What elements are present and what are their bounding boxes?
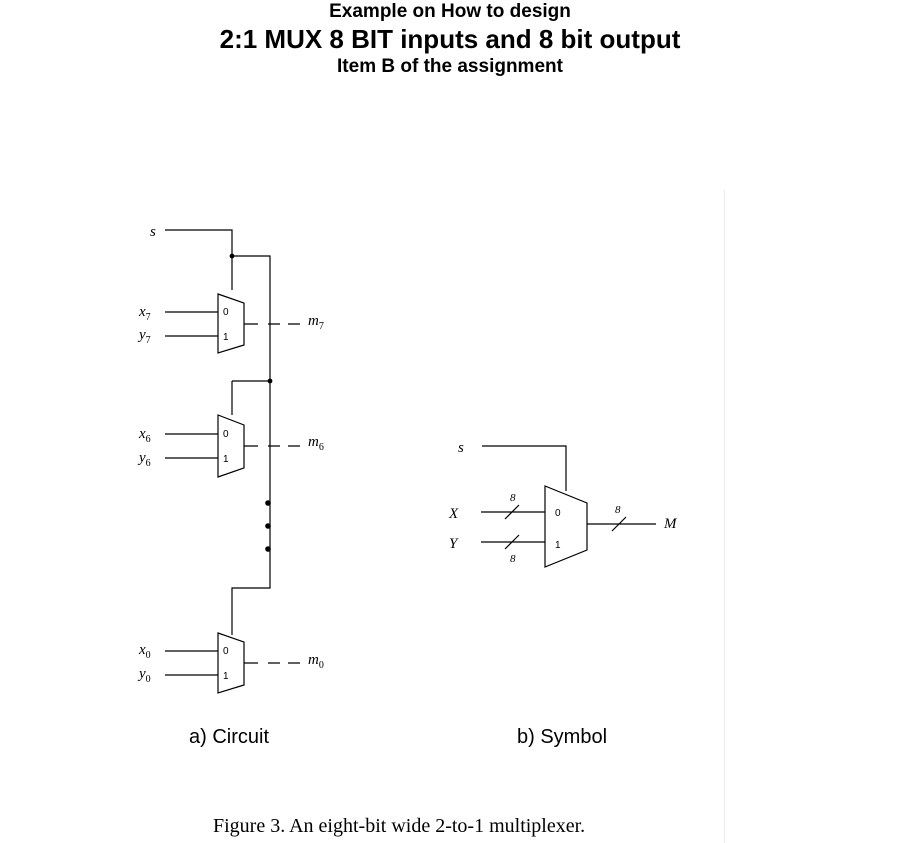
- page-edge-rule: [724, 190, 725, 843]
- ellipsis-dot: [265, 500, 271, 506]
- figure-caption: Figure 3. An eight-bit wide 2-to-1 multi…: [213, 815, 585, 837]
- pin-1-label: 1: [223, 671, 229, 682]
- symbol-x-width: 8: [510, 492, 516, 504]
- pin-1-label: 1: [223, 454, 229, 465]
- ellipsis-dot: [265, 523, 271, 529]
- ellipsis-dot: [265, 546, 271, 552]
- pin-0-label: 0: [223, 429, 229, 440]
- symbol-output-label: M: [663, 516, 678, 532]
- m7-label: m7: [308, 313, 324, 332]
- title-line-1: Example on How to design: [329, 1, 571, 22]
- title-line-2: 2:1 MUX 8 BIT inputs and 8 bit output: [219, 24, 681, 54]
- symbol-y-width: 8: [510, 553, 516, 565]
- symbol-out-width: 8: [615, 504, 621, 516]
- circuit-diagram: s 0 1 x7 y7 m7 0 1 x6 y6 m6: [137, 224, 324, 748]
- symbol-mux: [544, 485, 588, 568]
- title-line-3: Item B of the assignment: [337, 56, 563, 77]
- symbol-caption: b) Symbol: [517, 726, 607, 748]
- m6-label: m6: [308, 434, 324, 453]
- symbol-pin-0: 0: [555, 508, 561, 519]
- pin-0-label: 0: [223, 307, 229, 318]
- junction-dot: [229, 253, 235, 259]
- mux-stage-6: 0 1 x6 y6 m6: [137, 414, 324, 478]
- x6-label: x6: [138, 426, 151, 445]
- select-label: s: [150, 224, 156, 240]
- pin-0-label: 0: [223, 646, 229, 657]
- mux-stage-0: 0 1 x0 y0 m0: [137, 632, 324, 694]
- x7-label: x7: [138, 304, 151, 323]
- symbol-select-label: s: [458, 440, 464, 456]
- symbol-diagram: s 0 1 8 X 8 Y 8 M b) Symbol: [448, 440, 678, 748]
- m0-label: m0: [308, 652, 324, 671]
- symbol-pin-1: 1: [555, 540, 561, 551]
- mux-stage-7: 0 1 x7 y7 m7: [137, 293, 324, 354]
- symbol-select-wire: [482, 445, 567, 491]
- select-wire: [165, 229, 271, 635]
- x0-label: x0: [138, 642, 151, 661]
- y7-label: y7: [137, 327, 151, 346]
- circuit-caption: a) Circuit: [189, 726, 269, 748]
- junction-dot: [267, 378, 273, 384]
- symbol-y-label: Y: [449, 536, 459, 552]
- y6-label: y6: [137, 450, 151, 469]
- pin-1-label: 1: [223, 332, 229, 343]
- symbol-x-label: X: [448, 506, 459, 522]
- y0-label: y0: [137, 666, 151, 685]
